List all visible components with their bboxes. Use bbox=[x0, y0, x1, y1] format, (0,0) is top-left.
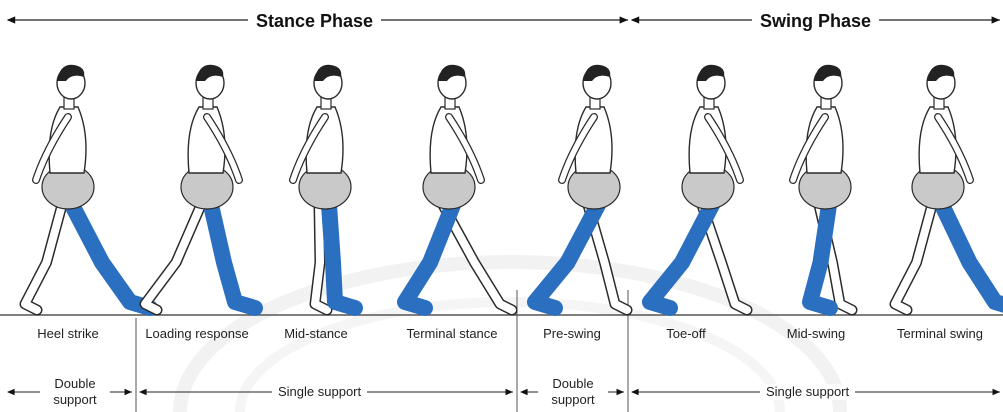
walking-figure bbox=[25, 65, 150, 310]
frame-label-terminal-swing: Terminal swing bbox=[880, 326, 1000, 342]
support-label-double-2: Double support bbox=[538, 376, 608, 408]
frame-label-loading-response: Loading response bbox=[142, 326, 252, 342]
frame-label-mid-stance: Mid-stance bbox=[256, 326, 376, 342]
walking-figure bbox=[793, 65, 852, 310]
frame-label-mid-swing: Mid-swing bbox=[756, 326, 876, 342]
frame-label-pre-swing: Pre-swing bbox=[512, 326, 632, 342]
frame-label-heel-strike: Heel strike bbox=[8, 326, 128, 342]
frame-label-terminal-stance: Terminal stance bbox=[388, 326, 516, 342]
stance-phase-title: Stance Phase bbox=[248, 10, 381, 32]
walking-figure bbox=[145, 65, 255, 310]
walking-figure bbox=[405, 65, 512, 310]
swing-phase-title: Swing Phase bbox=[752, 10, 879, 32]
support-label-single-2: Single support bbox=[760, 384, 855, 400]
walking-figure bbox=[895, 65, 1003, 310]
support-label-single-1: Single support bbox=[272, 384, 367, 400]
walking-figure bbox=[650, 65, 747, 310]
frame-label-toe-off: Toe-off bbox=[626, 326, 746, 342]
walking-figure bbox=[293, 65, 355, 310]
support-label-double-1: Double support bbox=[40, 376, 110, 408]
